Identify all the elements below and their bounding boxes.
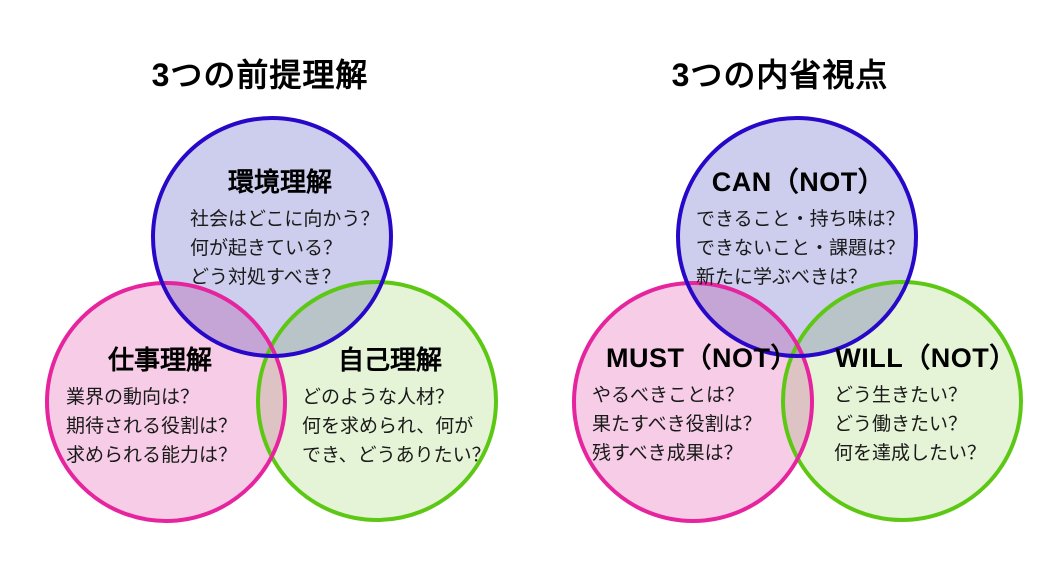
must-line-1: やるべきことは？ — [592, 385, 745, 406]
work-line-3: 求められる能力は？ — [66, 445, 238, 466]
can-line-3: 新たに学ぶべきは？ — [696, 267, 868, 288]
self-circle-text: 自己理解 どのような人材？ 何を求められ、何が でき、どうありたい？ — [302, 344, 491, 470]
work-line-1: 業界の動向は？ — [66, 387, 200, 408]
environment-line-2: 何が起きている？ — [190, 238, 343, 259]
work-heading: 仕事理解 — [107, 345, 212, 375]
must-heading: MUST（NOT） — [606, 343, 798, 373]
right-bottomleft-circle-fill — [574, 283, 812, 521]
right-top-circle-border — [676, 116, 918, 358]
environment-heading: 環境理解 — [227, 167, 332, 197]
left-venn-strokes — [45, 116, 498, 523]
can-line-1: できること・持ち味は？ — [696, 209, 905, 230]
will-line-2: どう働きたい？ — [834, 414, 968, 435]
left-venn-fills — [47, 118, 496, 521]
left-bottomleft-circle-fill — [47, 283, 285, 521]
right-bottomright-circle-border — [781, 280, 1023, 522]
left-bottomright-circle-border — [256, 280, 498, 522]
right-bottomright-circle-fill — [783, 282, 1021, 520]
left-diagram-title: 3つの前提理解 — [151, 57, 369, 93]
right-venn-strokes — [572, 116, 1023, 523]
will-circle-text: WILL（NOT） どう生きたい？ どう働きたい？ 何を達成したい？ — [834, 342, 1018, 468]
left-bottomright-circle-fill — [258, 282, 496, 520]
environment-line-3: どう対処すべき？ — [190, 267, 341, 288]
will-line-3: 何を達成したい？ — [834, 443, 987, 464]
will-heading: WILL（NOT） — [835, 343, 1017, 373]
self-line-3: でき、どうありたい？ — [302, 445, 491, 466]
left-top-circle-border — [151, 116, 393, 358]
work-line-2: 期待される役割は？ — [66, 416, 238, 437]
left-bottomleft-circle-border — [45, 281, 287, 523]
self-line-1: どのような人材？ — [302, 387, 455, 408]
right-venn-fills — [574, 118, 1021, 521]
work-circle-text: 仕事理解 業界の動向は？ 期待される役割は？ 求められる能力は？ — [66, 344, 254, 470]
right-diagram-title: 3つの内省視点 — [671, 57, 889, 93]
must-line-3: 残すべき成果は？ — [592, 443, 743, 464]
can-heading: CAN（NOT） — [711, 167, 886, 197]
can-circle-text: CAN（NOT） できること・持ち味は？ できないこと・課題は？ 新たに学ぶべき… — [696, 166, 906, 292]
environment-line-1: 社会はどこに向かう？ — [190, 209, 380, 230]
self-line-2: 何を求められ、何が — [302, 416, 474, 437]
will-line-1: どう生きたい？ — [834, 385, 968, 406]
right-bottomleft-circle-border — [572, 281, 814, 523]
can-line-2: できないこと・課題は？ — [696, 238, 906, 259]
self-heading: 自己理解 — [337, 345, 442, 375]
environment-circle-text: 環境理解 社会はどこに向かう？ 何が起きている？ どう対処すべき？ — [190, 166, 380, 292]
must-circle-text: MUST（NOT） やるべきことは？ 果たすべき役割は？ 残すべき成果は？ — [592, 342, 812, 468]
must-line-2: 果たすべき役割は？ — [592, 414, 762, 435]
